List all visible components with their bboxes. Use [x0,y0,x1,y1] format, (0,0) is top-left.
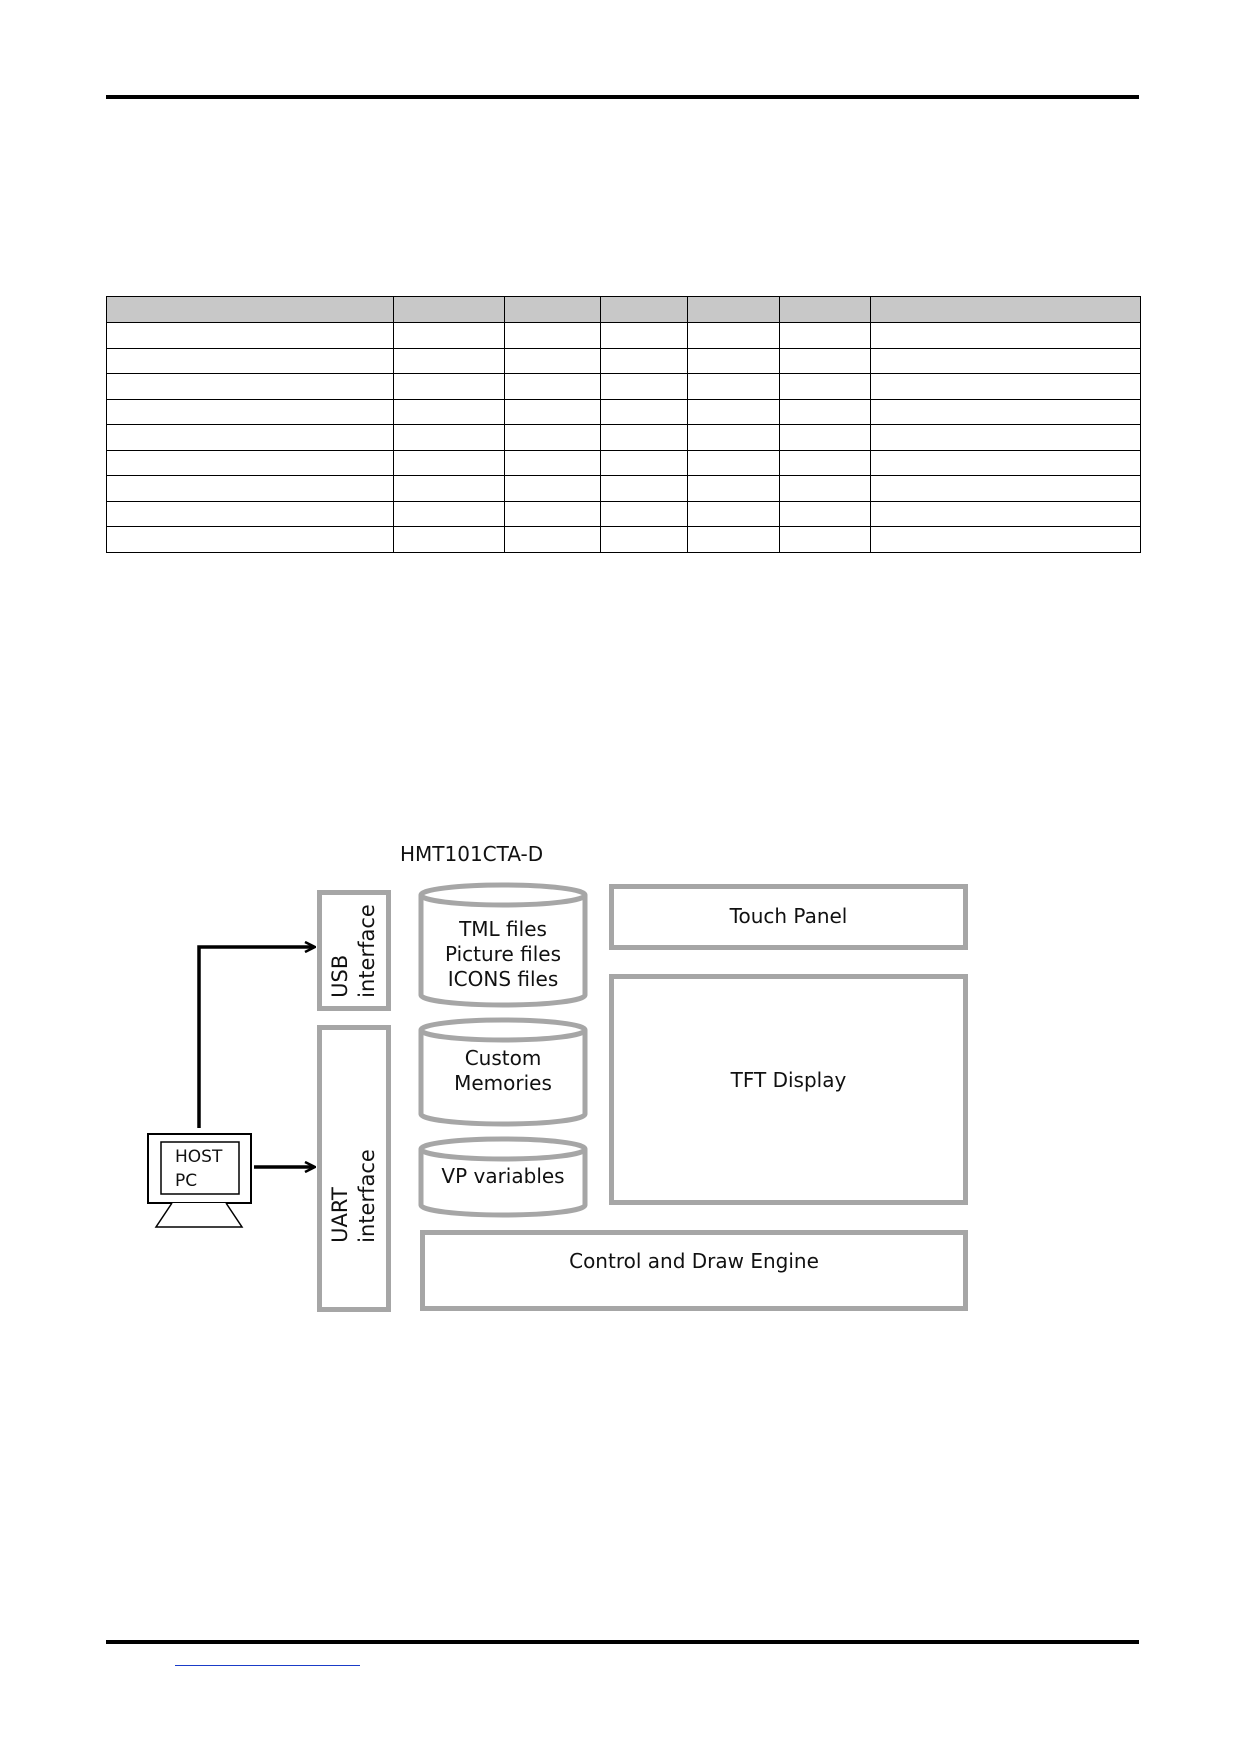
host-label-line: HOST [175,1147,223,1167]
custom-memories-label: Custom Memories [421,1046,585,1096]
table-cell [870,398,1141,425]
table-cell [600,373,688,400]
table-row [106,373,1141,400]
diagram-title: HMT101CTA-D [400,842,544,866]
touch-panel-label: Touch Panel [729,904,848,928]
engine-label: Control and Draw Engine [569,1249,819,1273]
usb-label-line: interface [355,903,379,998]
table-row [106,322,1141,349]
tft-display-label: TFT Display [730,1068,847,1092]
table-cell [779,322,871,349]
table-cell [779,500,871,527]
footer-rule [106,1640,1139,1644]
table-cell [504,526,601,553]
table-row [106,526,1141,553]
table-row [106,449,1141,476]
table-cell [870,424,1141,451]
table-cell [687,373,780,400]
footer-link[interactable] [175,1647,360,1666]
table-cell [106,475,394,502]
host-pc-label: HOST PC [175,1145,222,1193]
table-cell [504,373,601,400]
table-row [106,424,1141,451]
table-cell [687,475,780,502]
table-cell [870,526,1141,553]
table-header-cell [600,296,688,323]
table-header-cell [687,296,780,323]
memories-label-line: Memories [454,1071,552,1095]
touch-panel-block: Touch Panel [609,884,968,950]
table-header-cell [779,296,871,323]
memories-label-line: Custom [464,1046,542,1070]
file-storage-label: TML files Picture files ICONS files [421,917,585,992]
storage-label-line: ICONS files [447,967,559,991]
control-draw-engine-block: Control and Draw Engine [420,1230,968,1311]
tft-display-block: TFT Display [609,974,968,1205]
storage-label-line: TML files [459,917,547,941]
table-cell [870,449,1141,476]
storage-label-line: Picture files [444,942,561,966]
usb-label-line: USB [328,954,352,998]
table-cell [870,373,1141,400]
uart-label-line: interface [355,1149,379,1244]
uart-label-line: UART [328,1187,352,1244]
table-cell [600,475,688,502]
vp-variables-label: VP variables [421,1164,585,1189]
table-header-row [106,296,1141,323]
table-header-cell [504,296,601,323]
table-cell [106,500,394,527]
table-header-cell [106,296,394,323]
usb-interface-block: USB interface [317,890,391,1011]
table-cell [870,322,1141,349]
host-pc-icon [147,1133,252,1228]
table-row [106,347,1141,374]
table-cell [504,347,601,374]
table-cell [106,322,394,349]
spec-table [106,296,1141,553]
table-cell [106,373,394,400]
table-cell [600,347,688,374]
table-cell [687,322,780,349]
table-cell [687,500,780,527]
table-cell [504,398,601,425]
usb-interface-label: USB interface [327,904,381,998]
table-cell [504,449,601,476]
usb-connection-arrow [197,947,314,1128]
table-cell [393,475,505,502]
file-storage-cylinder [418,882,588,1008]
table-cell [600,526,688,553]
table-row [106,475,1141,502]
table-header-cell [870,296,1141,323]
table-cell [393,526,505,553]
table-cell [393,373,505,400]
table-cell [106,526,394,553]
table-row [106,500,1141,527]
vp-variables-cylinder [418,1136,588,1218]
custom-memories-cylinder [418,1017,588,1127]
table-cell [779,526,871,553]
host-label-line: PC [175,1171,198,1191]
table-cell [393,347,505,374]
uart-interface-block: UART interface [317,1025,391,1312]
table-cell [106,449,394,476]
uart-interface-label: UART interface [327,1149,381,1243]
table-cell [393,322,505,349]
vp-label-line: VP variables [441,1164,565,1188]
header-rule [106,95,1139,99]
